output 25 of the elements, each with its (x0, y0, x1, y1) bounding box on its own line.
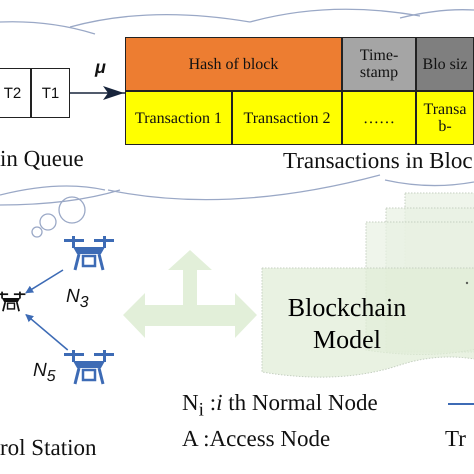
table-cell: Hash of block (125, 37, 342, 91)
queue-cell: T2 (0, 68, 31, 118)
arrow (25, 314, 68, 351)
table-cell: Blo siz (416, 37, 474, 91)
table-cell: Transaction 2 (232, 91, 342, 145)
table-cell: …… (342, 91, 416, 145)
node-label: N$_{3}$ (66, 286, 89, 312)
drone-icon (63, 350, 115, 386)
block-table (125, 37, 474, 145)
chevron-arrow (70, 86, 125, 100)
table-cell: Transaction 1 (125, 91, 232, 145)
table-cell: Transa b- (416, 91, 474, 145)
arrow (25, 269, 64, 294)
node-label: N$_{5}$ (33, 360, 56, 386)
queue-cell: T1 (31, 68, 70, 118)
table-cell: Time- stamp (342, 37, 416, 91)
edge-label: μ (95, 57, 106, 78)
caption: Transactions in Bloc (283, 148, 473, 174)
legend-text: Tr (445, 426, 466, 452)
blockchain-model-label: Blockchain Model (262, 268, 474, 380)
legend-text: A :Access Node (182, 426, 330, 452)
caption: rol Station (0, 435, 96, 461)
drone-icon (63, 236, 115, 272)
caption: in Queue (0, 146, 84, 172)
legend-text: N$_{i}$ :i th Normal Node (182, 390, 378, 422)
